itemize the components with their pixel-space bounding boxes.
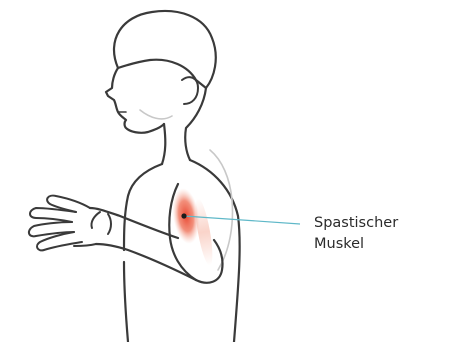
- forearm-top: [90, 208, 178, 238]
- callout-label: Spastischer Muskel: [314, 213, 398, 255]
- muscle-marker-icon: [181, 213, 186, 218]
- forearm-bottom: [96, 244, 196, 280]
- torso-front: [124, 164, 162, 250]
- hands: [29, 196, 111, 251]
- neck-front: [162, 124, 165, 164]
- ear-outline: [182, 77, 198, 104]
- torso-back: [190, 160, 240, 342]
- callout-label-line2: Muskel: [314, 234, 398, 255]
- callout-label-line1: Spastischer: [314, 213, 398, 234]
- face-profile: [106, 68, 164, 133]
- torso-front-lower: [124, 262, 128, 342]
- jaw-shading: [140, 110, 172, 119]
- hair-outline: [114, 11, 216, 88]
